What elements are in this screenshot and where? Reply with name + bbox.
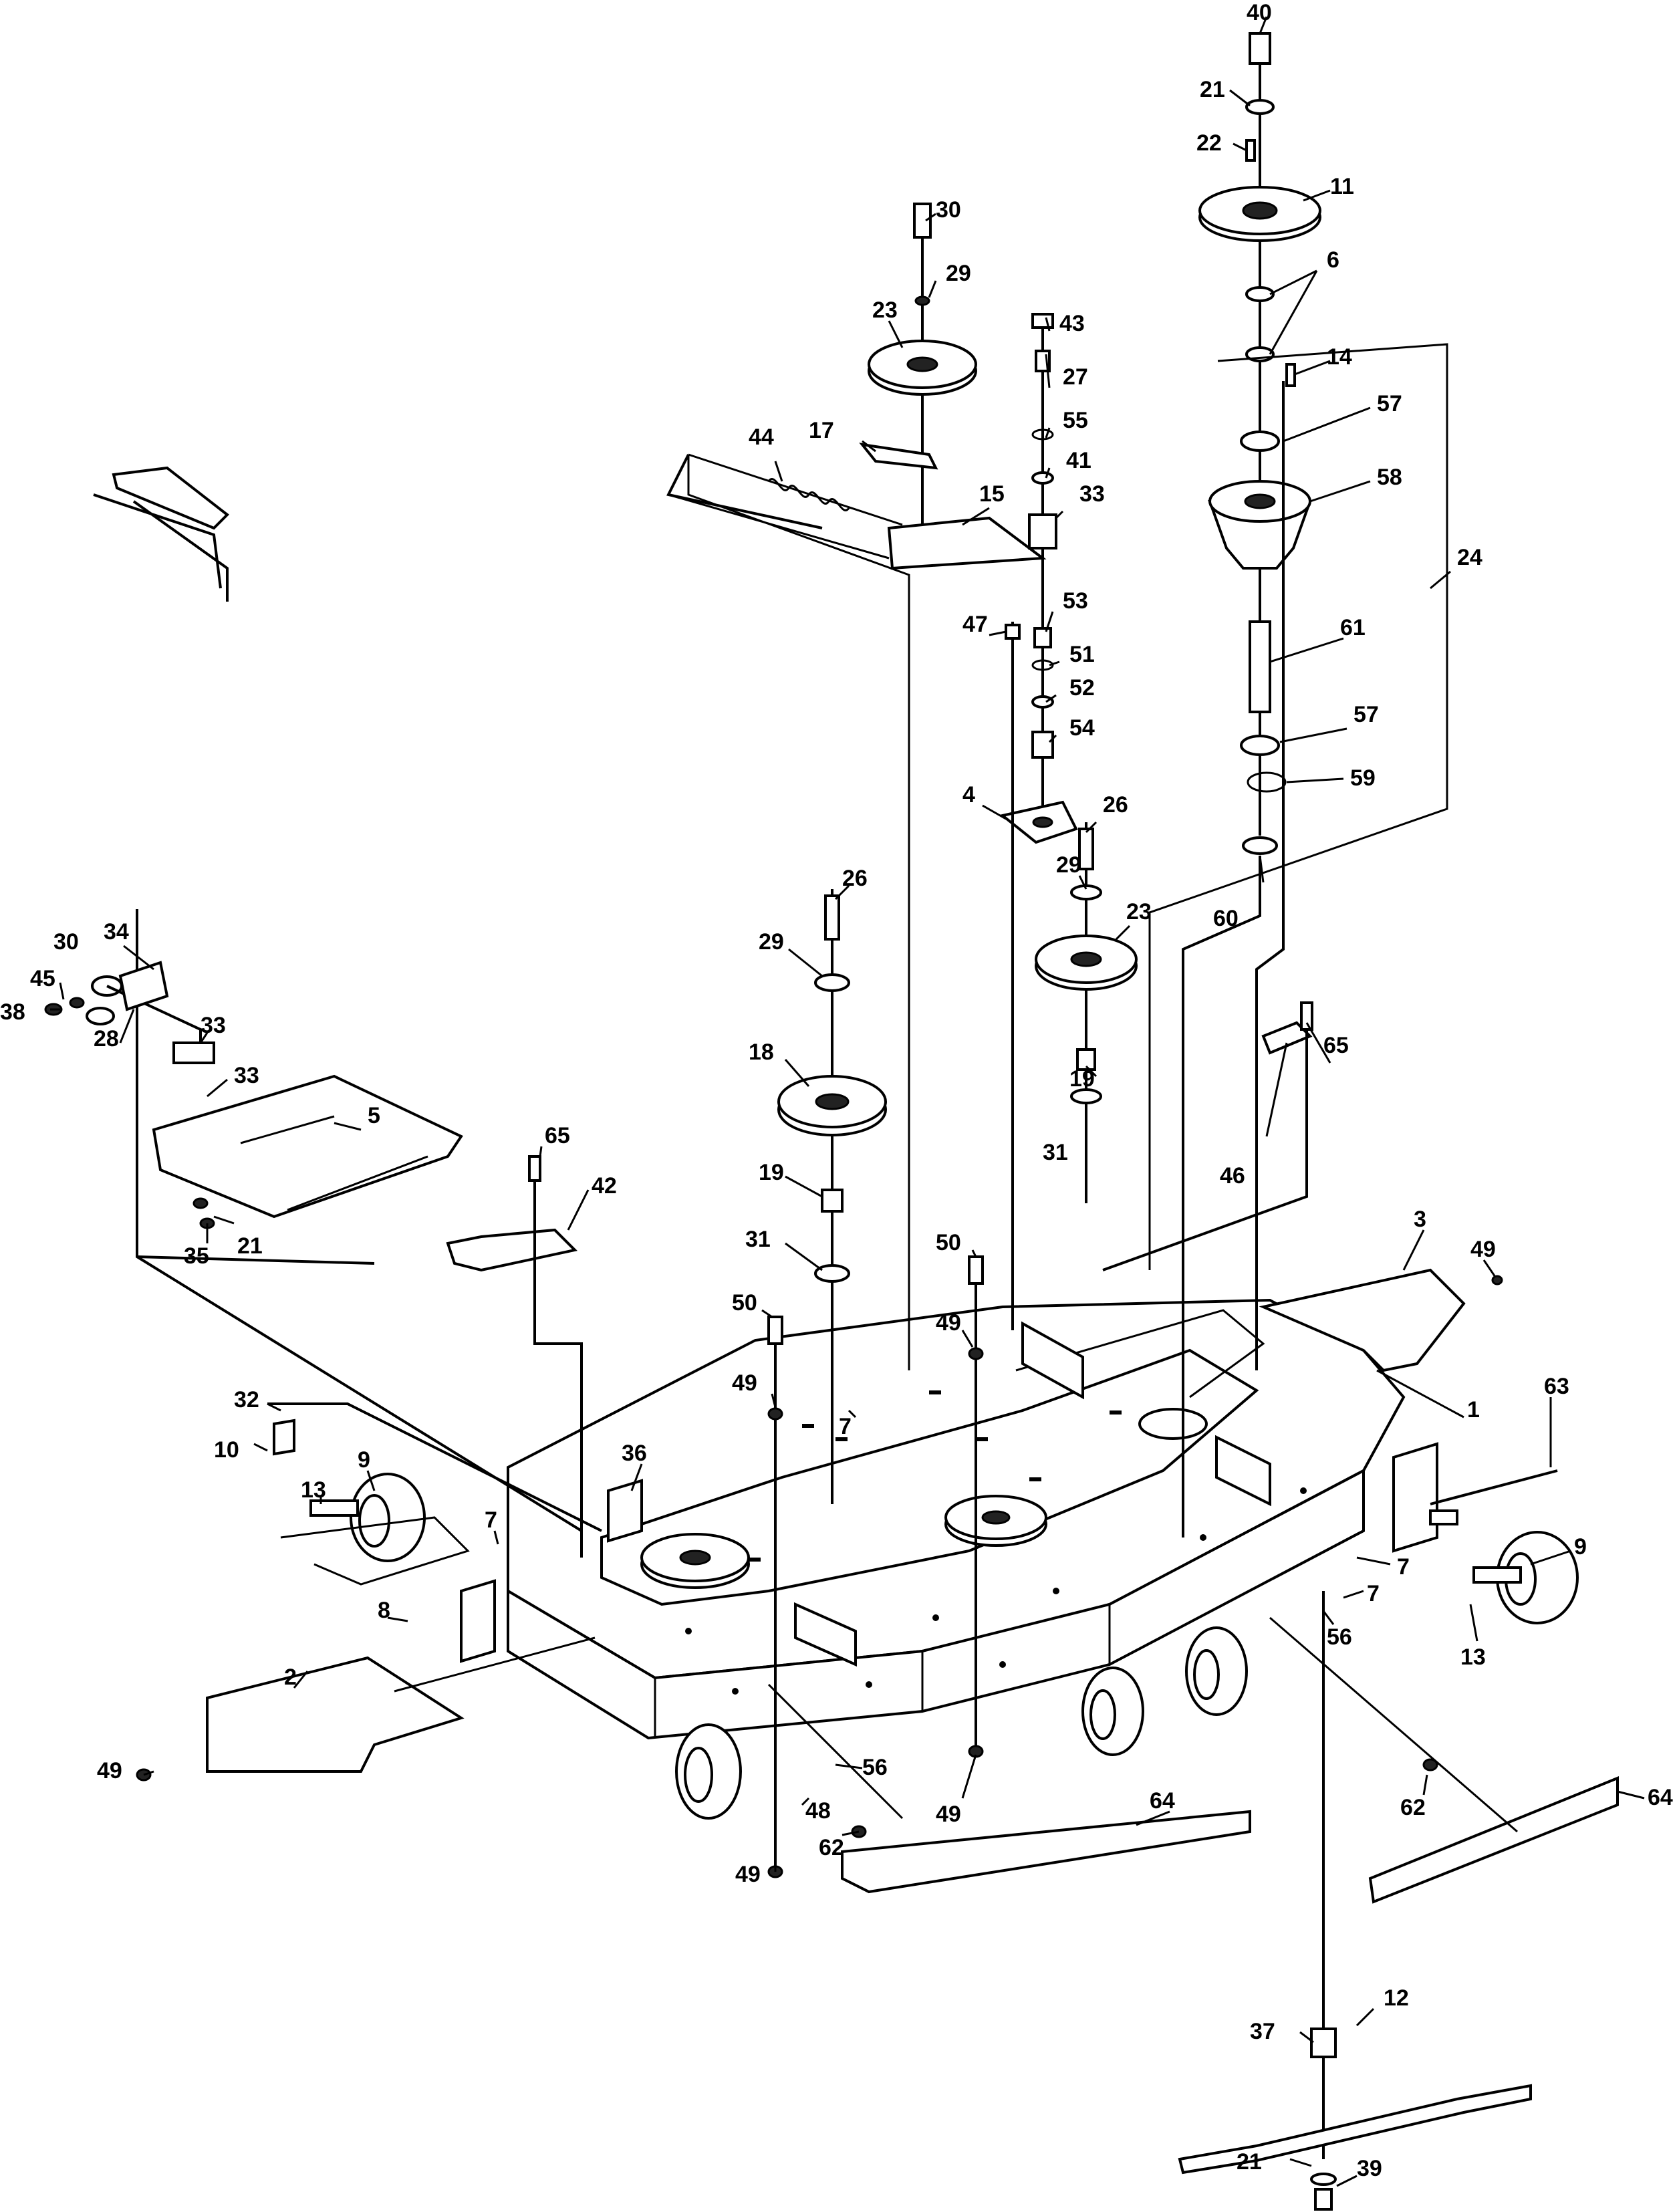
callout-4: 4 bbox=[962, 782, 975, 808]
callout-49: 49 bbox=[735, 1862, 761, 1887]
callout-61: 61 bbox=[1340, 615, 1366, 640]
callout-7: 7 bbox=[1397, 1554, 1410, 1580]
callout-27: 27 bbox=[1063, 364, 1088, 390]
callout-21: 21 bbox=[1200, 77, 1225, 102]
blade-assembly bbox=[1178, 1591, 1532, 2211]
callout-60: 60 bbox=[1213, 906, 1239, 931]
callout-11: 11 bbox=[1330, 174, 1354, 199]
callout-32: 32 bbox=[234, 1387, 259, 1412]
callout-2: 2 bbox=[284, 1665, 297, 1690]
callout-15: 15 bbox=[979, 481, 1005, 507]
callout-36: 36 bbox=[622, 1441, 647, 1466]
callout-6: 6 bbox=[1327, 247, 1339, 273]
callout-56: 56 bbox=[1327, 1624, 1352, 1650]
callout-1: 1 bbox=[1467, 1397, 1480, 1423]
deflectors-and-shields bbox=[136, 1001, 1619, 1904]
idler-assembly bbox=[666, 203, 1138, 1504]
callout-33: 33 bbox=[201, 1013, 226, 1038]
callout-12: 12 bbox=[1384, 1985, 1409, 2011]
callout-53: 53 bbox=[1063, 588, 1088, 614]
callout-56: 56 bbox=[862, 1755, 888, 1780]
callout-38: 38 bbox=[0, 999, 25, 1025]
callout-9: 9 bbox=[358, 1447, 370, 1473]
callout-58: 58 bbox=[1377, 465, 1402, 490]
callout-47: 47 bbox=[962, 612, 988, 637]
callout-19: 19 bbox=[759, 1160, 784, 1185]
callout-52: 52 bbox=[1069, 675, 1095, 701]
callout-33: 33 bbox=[1079, 481, 1105, 507]
callout-65: 65 bbox=[1323, 1033, 1349, 1058]
callout-31: 31 bbox=[745, 1227, 771, 1252]
callout-65: 65 bbox=[545, 1123, 570, 1148]
callout-5: 5 bbox=[368, 1103, 380, 1128]
callout-29: 29 bbox=[759, 929, 784, 955]
callout-49: 49 bbox=[97, 1758, 122, 1784]
callout-64: 64 bbox=[1648, 1785, 1673, 1810]
callout-49: 49 bbox=[732, 1370, 757, 1396]
callout-50: 50 bbox=[936, 1230, 961, 1255]
callout-44: 44 bbox=[749, 424, 774, 450]
callout-26: 26 bbox=[842, 866, 868, 891]
callout-51: 51 bbox=[1069, 642, 1095, 667]
callout-8: 8 bbox=[378, 1598, 390, 1623]
callout-29: 29 bbox=[1056, 852, 1081, 878]
callout-24: 24 bbox=[1457, 545, 1482, 570]
callout-21: 21 bbox=[1237, 2149, 1262, 2175]
callout-64: 64 bbox=[1150, 1788, 1175, 1814]
callout-26: 26 bbox=[1103, 792, 1128, 818]
callout-13: 13 bbox=[301, 1477, 326, 1503]
callout-13: 13 bbox=[1460, 1644, 1486, 1670]
callout-7: 7 bbox=[1367, 1581, 1380, 1606]
callout-62: 62 bbox=[819, 1835, 844, 1860]
caster-wheels bbox=[350, 1442, 1579, 1820]
callout-7: 7 bbox=[839, 1414, 852, 1439]
callout-leaders bbox=[50, 16, 1645, 2187]
callout-45: 45 bbox=[30, 966, 55, 991]
callout-48: 48 bbox=[805, 1798, 831, 1824]
callout-23: 23 bbox=[1126, 899, 1152, 925]
callout-49: 49 bbox=[936, 1310, 961, 1336]
callout-9: 9 bbox=[1574, 1534, 1587, 1560]
callout-7: 7 bbox=[485, 1507, 497, 1533]
spindle-assembly bbox=[1148, 32, 1448, 1538]
callout-50: 50 bbox=[732, 1290, 757, 1316]
lift-lever-assembly bbox=[44, 466, 602, 1586]
callout-3: 3 bbox=[1414, 1207, 1426, 1232]
callout-22: 22 bbox=[1196, 130, 1222, 156]
callout-42: 42 bbox=[592, 1173, 617, 1199]
callout-30: 30 bbox=[936, 197, 961, 223]
callout-57: 57 bbox=[1353, 702, 1379, 727]
callout-34: 34 bbox=[104, 919, 129, 945]
callout-57: 57 bbox=[1377, 391, 1402, 416]
callout-40: 40 bbox=[1247, 0, 1272, 25]
callout-62: 62 bbox=[1400, 1795, 1426, 1820]
callout-10: 10 bbox=[214, 1437, 239, 1463]
callout-59: 59 bbox=[1350, 765, 1376, 791]
callout-41: 41 bbox=[1066, 448, 1091, 473]
callout-33: 33 bbox=[234, 1063, 259, 1088]
callout-37: 37 bbox=[1250, 2019, 1275, 2044]
callout-18: 18 bbox=[749, 1039, 774, 1065]
callout-46: 46 bbox=[1220, 1163, 1245, 1189]
callout-55: 55 bbox=[1063, 408, 1088, 433]
callout-49: 49 bbox=[936, 1802, 961, 1827]
callout-21: 21 bbox=[237, 1233, 263, 1259]
callout-17: 17 bbox=[809, 418, 834, 443]
callout-49: 49 bbox=[1470, 1237, 1496, 1262]
callout-35: 35 bbox=[184, 1243, 209, 1269]
callout-29: 29 bbox=[946, 261, 971, 286]
callout-23: 23 bbox=[872, 297, 898, 323]
callout-54: 54 bbox=[1069, 715, 1095, 741]
callout-14: 14 bbox=[1327, 344, 1352, 370]
callout-30: 30 bbox=[53, 929, 79, 955]
callout-31: 31 bbox=[1043, 1140, 1068, 1165]
callout-39: 39 bbox=[1357, 2156, 1382, 2181]
callout-43: 43 bbox=[1059, 311, 1085, 336]
callout-28: 28 bbox=[94, 1026, 119, 1052]
mower-deck bbox=[507, 1298, 1406, 1740]
callout-63: 63 bbox=[1544, 1374, 1569, 1399]
callout-19: 19 bbox=[1069, 1066, 1095, 1092]
